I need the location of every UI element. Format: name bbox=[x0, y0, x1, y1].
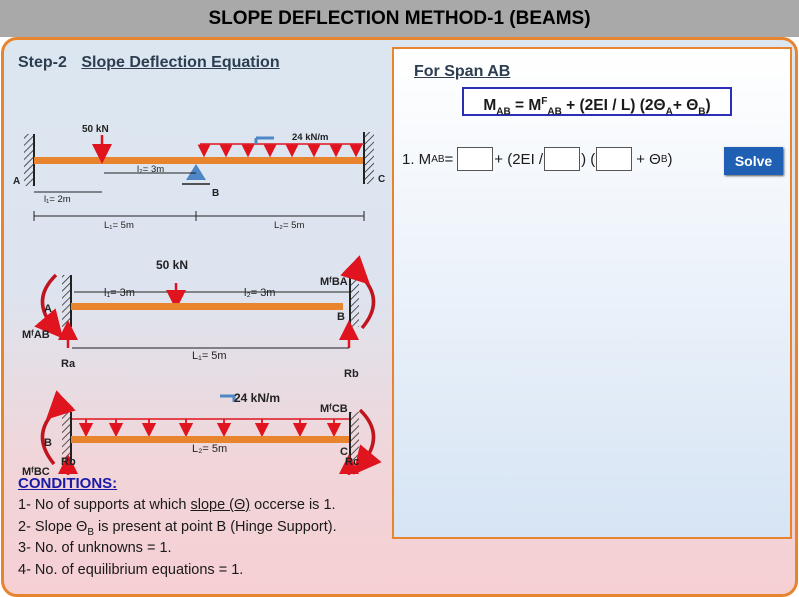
bc-moment-c-arc bbox=[353, 408, 382, 475]
beam-abc bbox=[34, 157, 364, 164]
dim-l1-2m: l₁= 2m bbox=[44, 194, 71, 205]
span-title: For Span AB bbox=[414, 63, 511, 80]
ab-load-label: 50 kN bbox=[156, 258, 188, 272]
dim-l2-3m: l₂= 3m bbox=[137, 164, 164, 175]
solve-button[interactable]: Solve bbox=[724, 147, 783, 175]
eq-eq1: = M bbox=[510, 97, 542, 115]
condition-2-text: 2- Slope Θ bbox=[18, 518, 88, 535]
ab-moment-a-arc bbox=[34, 273, 64, 339]
condition-4: 4- No. of equilibrium equations = 1. bbox=[18, 561, 244, 578]
eq-rest: + (2EI / L) (2Θ bbox=[561, 97, 666, 115]
bc-udl-arrows bbox=[78, 419, 342, 438]
conditions-title: CONDITIONS: bbox=[18, 475, 118, 492]
line-label: 1. M bbox=[402, 150, 432, 168]
point-c-label: C bbox=[378, 174, 385, 185]
line-plus-2ei: + (2EI / bbox=[494, 150, 544, 168]
equation-panel: For Span AB MAB = MFAB + (2EI / L) (2ΘA+… bbox=[392, 47, 792, 539]
eq-plus: + Θ bbox=[672, 97, 699, 115]
condition-2: 2- Slope ΘB is present at point B (Hinge… bbox=[18, 517, 337, 539]
beam-ab bbox=[71, 303, 343, 310]
theta-a-input[interactable] bbox=[596, 147, 633, 171]
length-input[interactable] bbox=[544, 147, 581, 171]
hinge-support-b bbox=[186, 164, 206, 180]
eq-f: F bbox=[541, 96, 548, 107]
point-a-label: A bbox=[13, 176, 20, 187]
condition-1-slope: slope (Θ) bbox=[190, 497, 251, 513]
ab-span-dim: L₁= 5m bbox=[192, 350, 227, 362]
eq-m: M bbox=[483, 97, 497, 115]
condition-1: 1- No of supports at which slope (Θ) occ… bbox=[18, 495, 337, 517]
bc-udl-label: 24 kN/m bbox=[234, 391, 280, 405]
fem-input[interactable] bbox=[457, 147, 494, 171]
line-close: ) bbox=[667, 150, 673, 168]
slope-deflection-formula: MAB = MFAB + (2EI / L) (2ΘA+ ΘB) bbox=[462, 87, 732, 118]
ab-mfab-label: MᶠAB bbox=[22, 329, 50, 341]
bc-mfcb-label: MᶠCB bbox=[320, 403, 348, 415]
step-number: Step-2 bbox=[18, 54, 67, 71]
ab-mfba-label: MᶠBA bbox=[320, 276, 348, 288]
condition-2-sub: B bbox=[87, 526, 94, 538]
condition-1-end: occerse is 1. bbox=[250, 497, 336, 513]
bc-dimension-labels: L₂= 5m Rb Rc bbox=[61, 443, 359, 468]
dim-span1: L₁= 5m bbox=[104, 220, 134, 231]
bc-moment-b-arc bbox=[40, 390, 76, 466]
page-title: SLOPE DEFLECTION METHOD-1 (BEAMS) bbox=[0, 0, 799, 37]
main-card: Step-2 Slope Deflection Equation 50 kN bbox=[1, 37, 798, 597]
ab-rb-label: Rb bbox=[344, 368, 359, 380]
eq-theta-b: B bbox=[698, 106, 706, 118]
span-ab-diagram: 50 kN l₁= 3m l₂= 3m MᶠBA A B MᶠAB L₁= 5m… bbox=[22, 255, 376, 380]
bc-rb-label: Rb bbox=[61, 456, 76, 468]
udl-label: 24 kN/m bbox=[292, 132, 328, 143]
step-heading: Slope Deflection Equation bbox=[81, 54, 280, 71]
fixed-support-a bbox=[24, 134, 34, 186]
conditions-section: CONDITIONS: 1- No of supports at which s… bbox=[18, 475, 337, 581]
point-load-label: 50 kN bbox=[82, 124, 109, 135]
line-paren: ) ( bbox=[581, 150, 596, 168]
ab-dim-l1: l₁= 3m bbox=[104, 287, 135, 299]
ab-ra-label: Ra bbox=[61, 358, 76, 370]
line-plus-theta: + Θ bbox=[636, 150, 661, 168]
eq-close: ) bbox=[705, 97, 711, 115]
condition-2-end: is present at point B (Hinge Support). bbox=[94, 518, 337, 535]
beam-diagrams: 50 kN 24 kN/m l₂= 3m l₁= 2m bbox=[13, 124, 385, 475]
ab-moment-b-arc bbox=[340, 255, 376, 330]
bc-mfbc-label: MᶠBC bbox=[22, 466, 50, 475]
ab-point-a: A bbox=[44, 303, 52, 315]
eq-theta-a: A bbox=[665, 106, 673, 118]
line-label-sub: AB bbox=[431, 153, 445, 165]
dim-span2: L₂= 5m bbox=[274, 220, 304, 231]
bc-rc-label: Rc bbox=[345, 456, 359, 468]
bc-span-dim: L₂= 5m bbox=[192, 443, 227, 455]
bc-point-b: B bbox=[44, 437, 52, 449]
condition-3: 3- No. of unknowns = 1. bbox=[18, 540, 172, 556]
fixed-support-c bbox=[364, 132, 374, 184]
udl-arrows bbox=[197, 144, 363, 158]
point-b-label: B bbox=[212, 188, 219, 199]
eq-m-sub: AB bbox=[496, 106, 511, 118]
ab-dim-l2: l₂= 3m bbox=[244, 287, 275, 299]
step-header: Step-2 Slope Deflection Equation bbox=[18, 54, 280, 72]
line-theta-sub: B bbox=[660, 153, 668, 165]
eq-mf-sub: AB bbox=[547, 106, 562, 118]
line-equals: = bbox=[444, 150, 454, 168]
bc-point-c: C bbox=[340, 446, 348, 458]
condition-1-text: 1- No of supports at which bbox=[18, 497, 191, 513]
span-bc-diagram: 24 kN/m MᶠCB B C MᶠB bbox=[22, 390, 382, 475]
full-beam-diagram: 50 kN 24 kN/m l₂= 3m l₁= 2m bbox=[13, 124, 385, 231]
ab-point-b: B bbox=[337, 311, 345, 323]
beam-bc bbox=[71, 436, 350, 443]
